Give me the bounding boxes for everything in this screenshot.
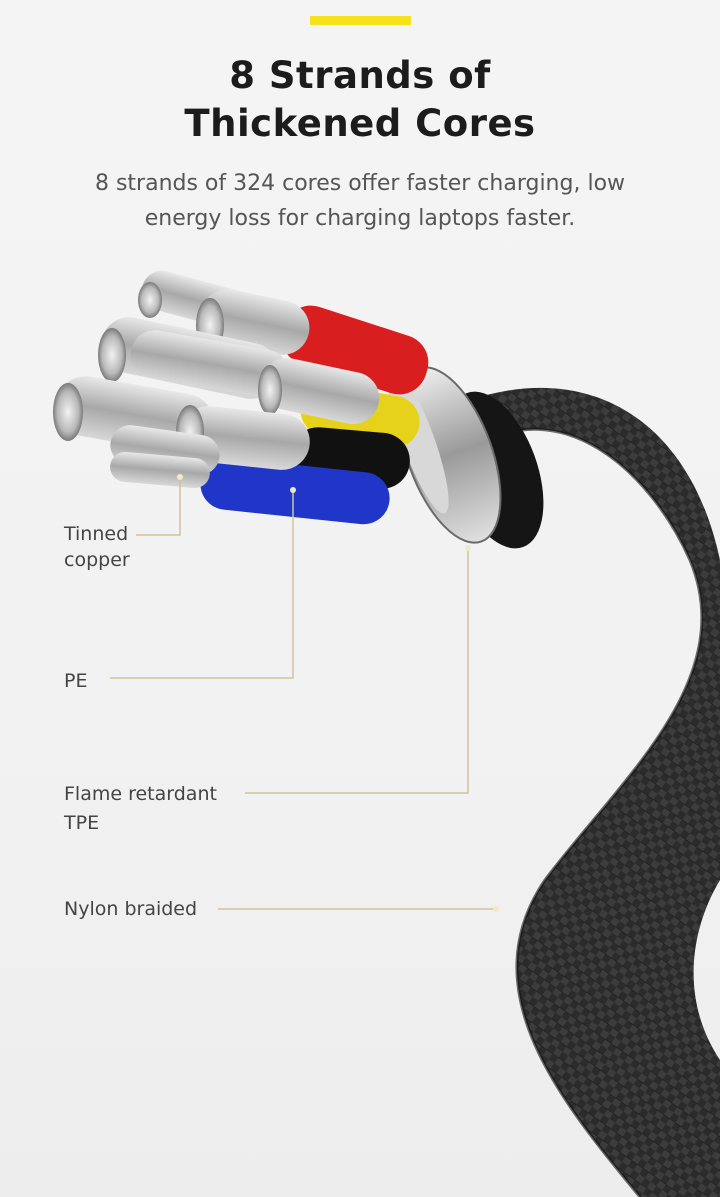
label-flame-retardant: Flame retardant TPE xyxy=(64,780,217,838)
title-line-2: Thickened Cores xyxy=(184,102,536,145)
label-tinned-copper-line-1: Tinned xyxy=(64,523,129,545)
label-flame-retardant-line-1: Flame retardant xyxy=(64,783,217,805)
callout-line-pe xyxy=(110,490,294,679)
braided-cable xyxy=(469,387,720,1197)
label-tinned-copper-line-2: copper xyxy=(64,549,130,571)
callout-line-tinned-copper xyxy=(136,477,181,536)
label-nylon-braided-text: Nylon braided xyxy=(64,898,198,920)
subtitle-line-1: 8 strands of 324 cores offer faster char… xyxy=(94,171,626,196)
title-line-1: 8 Strands of xyxy=(229,54,491,97)
callout-lines xyxy=(110,474,499,912)
accent-bar xyxy=(310,16,411,25)
page-title: 8 Strands of Thickened Cores xyxy=(0,52,720,148)
page-subtitle: 8 strands of 324 cores offer faster char… xyxy=(40,166,680,236)
label-nylon-braided: Nylon braided xyxy=(64,896,197,922)
copper-strands xyxy=(53,270,380,489)
label-flame-retardant-line-2: TPE xyxy=(64,812,100,834)
label-tinned-copper: Tinned copper xyxy=(64,521,130,573)
callout-line-flame-retardant xyxy=(245,548,469,794)
subtitle-line-2: energy loss for charging laptops faster. xyxy=(144,206,576,231)
label-pe: PE xyxy=(64,668,87,694)
label-pe-text: PE xyxy=(64,670,88,692)
